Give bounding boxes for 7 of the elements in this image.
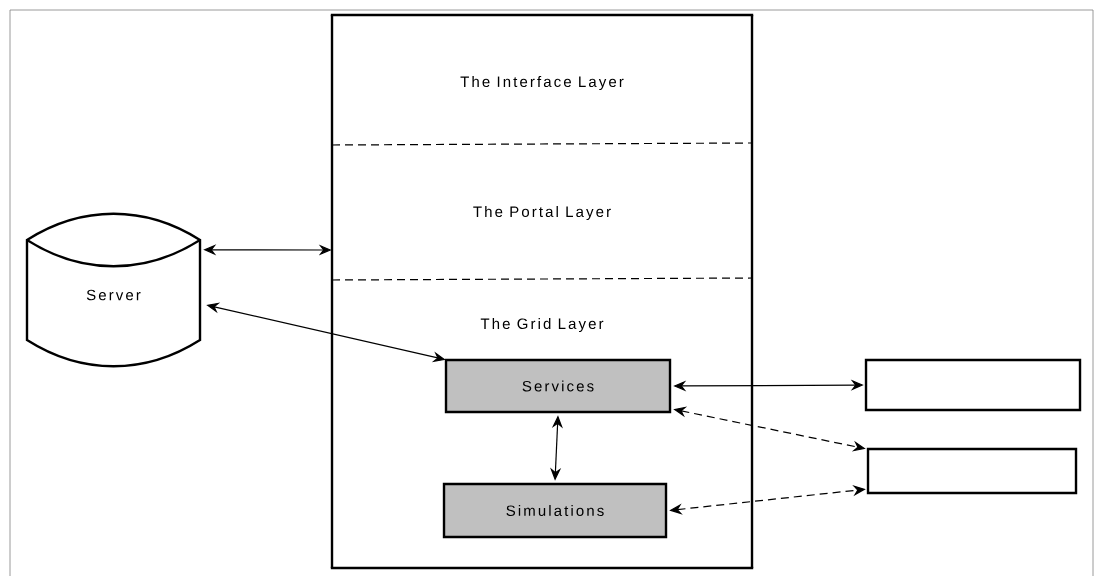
- component-box: Services: [444, 358, 672, 414]
- component-box: [866, 447, 1078, 495]
- component-box: Simulations: [442, 482, 668, 539]
- server-cylinder: Server: [25, 212, 202, 368]
- component-box: [864, 358, 1082, 412]
- layer-band: The Interface Layer: [330, 13, 754, 146]
- layer-band: The Portal Layer: [330, 145, 754, 281]
